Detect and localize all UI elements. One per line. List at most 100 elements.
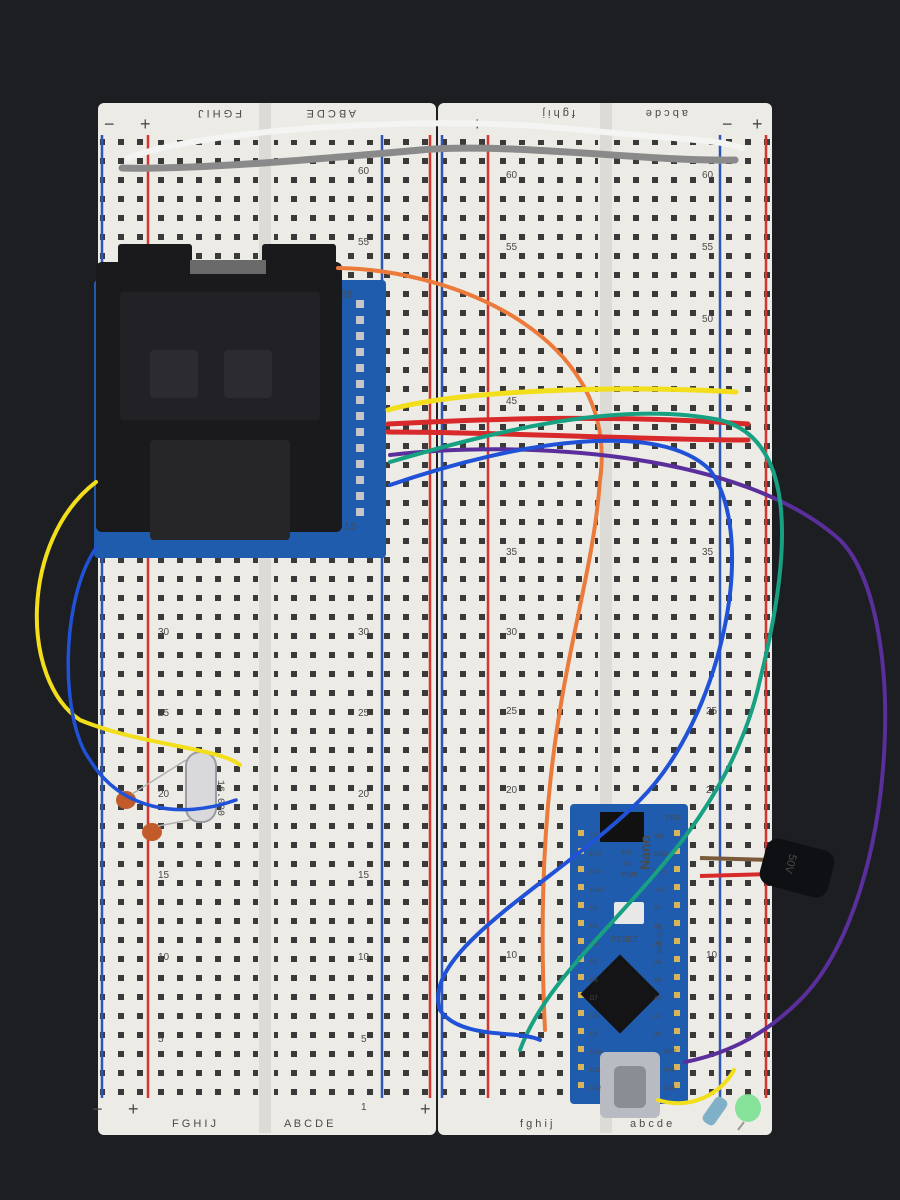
top-letters-fghij: f g h i j (543, 107, 575, 119)
row-number: 30 (506, 627, 518, 638)
wire-yellow (656, 1068, 736, 1106)
nano-pin-label: D10 (590, 1050, 602, 1056)
i2c-label: SDA SCL (657, 925, 664, 955)
breadboard-right: + − + f g h i j a b c d e f g h i j a b … (438, 103, 772, 1135)
nano-pin-label: A3 (654, 978, 662, 984)
nano-pin-label: A4 (654, 960, 662, 966)
electrolytic-capacitor: 50V (699, 838, 835, 898)
nano-pin-label: D2 (590, 906, 598, 912)
right-board-right-rail: − + (718, 114, 770, 1098)
bottom-letters-abcde: A B C D E (284, 1118, 334, 1130)
row-number: 55 (702, 242, 714, 253)
reset-label: RESET (611, 935, 638, 944)
row-number: 25 (358, 708, 370, 719)
wire-yellow (385, 386, 739, 413)
bottom-letters-abcde: a b c d e (630, 1118, 672, 1130)
row-number: 55 (506, 242, 518, 253)
resistor (702, 1096, 728, 1126)
rail-minus-label: − (104, 114, 115, 134)
nano-pin-label: D3 (590, 924, 598, 930)
pin-label-bottom: 15 (344, 521, 356, 533)
row-number: 20 (358, 789, 370, 800)
rail-minus-label: − (722, 114, 733, 134)
top-letters-abcde: A B C D E (306, 107, 356, 119)
wire-blue (66, 546, 238, 812)
nano-pin-label: +5V (654, 888, 665, 894)
pin-label-top: 28 (340, 289, 352, 301)
row-number: 60 (358, 166, 370, 177)
bottom-letters-fghij: F G H I J (172, 1118, 216, 1130)
nano-pin-label: GND (654, 852, 668, 858)
nano-pin-label: A1 (654, 1014, 662, 1020)
row-number: 10 (358, 952, 370, 963)
wire-purple (388, 447, 888, 1064)
row-number: 1 (361, 1102, 367, 1113)
wire-green (388, 411, 785, 1052)
led-label-pwr: PWR (622, 872, 638, 879)
row-number: 60 (506, 170, 518, 181)
pe0-label: PE0 (666, 815, 679, 822)
rail-plus-label-right: + (420, 1099, 431, 1119)
rail-minus-label-bottom: − (92, 1099, 103, 1119)
row-number: 60 (702, 170, 714, 181)
ceramic-capacitor (142, 819, 191, 841)
rail-plus-label: + (752, 114, 763, 134)
row-number: 50 (702, 314, 714, 325)
row-number: 35 (506, 547, 518, 558)
row-number: 25 (158, 708, 170, 719)
row-number: 5 (158, 1034, 164, 1045)
row-number: 15 (158, 870, 170, 881)
nano-pin-label: A0 (654, 1032, 662, 1038)
wire-white (125, 120, 745, 161)
nano-pin-label: A7 (654, 906, 662, 912)
row-number: 25 (506, 706, 518, 717)
nano-pin-label: RX0 (590, 852, 602, 858)
nano-pin-label: 3V3 (664, 1068, 675, 1074)
board-name: Nano (637, 835, 653, 870)
row-number: 25 (706, 706, 718, 717)
row-number: 20 (158, 789, 170, 800)
led-green (735, 1094, 761, 1131)
nano-pin-label: D6 (590, 978, 598, 984)
nano-pin-label: D4 (590, 942, 598, 948)
row-number: 45 (506, 396, 518, 407)
nano-pin-label: A6 (654, 924, 662, 930)
rail-plus-label-bottom: + (128, 1099, 139, 1119)
wire-red (385, 415, 751, 443)
nano-pin-label: A2 (654, 996, 662, 1002)
top-letters-abcde: a b c d e (646, 107, 688, 119)
capacitor-marking: 50V (782, 853, 799, 876)
nano-pin-label: GND (590, 888, 604, 894)
nano-pin-label: REF (664, 1050, 676, 1056)
row-number: 20 (706, 785, 718, 796)
row-number: 55 (358, 237, 370, 248)
row-number: 30 (158, 627, 170, 638)
zif-socket (96, 244, 342, 540)
nano-pin-label: D12 (590, 1086, 602, 1092)
wire-orange (336, 266, 604, 1032)
right-board-left-rail: + (440, 114, 492, 1098)
row-number: 35 (702, 547, 714, 558)
row-number: 10 (158, 952, 170, 963)
row-number: 20 (506, 785, 518, 796)
wire-gray (118, 144, 739, 172)
nano-pin-label: D8 (590, 1014, 598, 1020)
led-label-tx: TX (622, 861, 631, 868)
rail-plus-label: + (140, 114, 151, 134)
nano-pin-label: D11 (590, 1068, 601, 1074)
nano-pin-label: RST (590, 870, 602, 876)
nano-pin-label: RST (654, 870, 666, 876)
nano-pin-label: D13 (664, 1086, 676, 1092)
nano-pin-label: VIN (654, 834, 664, 840)
nano-pin-label: D9 (590, 1032, 598, 1038)
nano-pin-label: D7 (590, 996, 598, 1002)
row-number: 5 (361, 1034, 367, 1045)
row-number: 10 (506, 950, 518, 961)
top-letters-fghij: F G H I J (198, 107, 242, 119)
arduino-nano: RESET Nano PE0 RX TX PWR SDA SCL TX1 RX0… (570, 804, 688, 1118)
ceramic-capacitor (116, 759, 187, 809)
left-board-right-rail: + (380, 135, 434, 1119)
bottom-letters-fghij: f g h i j (520, 1118, 552, 1130)
row-number: 10 (706, 950, 718, 961)
